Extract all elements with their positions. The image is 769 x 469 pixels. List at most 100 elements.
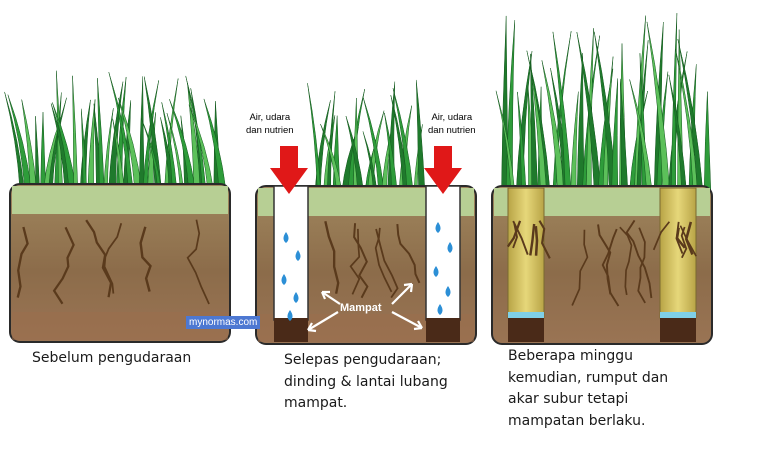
compacted-plug-right bbox=[426, 318, 460, 342]
grass-blade bbox=[112, 118, 125, 191]
crack-line bbox=[396, 223, 421, 284]
water-drop-icon bbox=[435, 222, 441, 233]
grass-blade bbox=[188, 104, 214, 191]
grass-blade bbox=[526, 50, 551, 193]
grass-blade bbox=[166, 113, 184, 191]
caption-weeks-line4: mampatan berlaku. bbox=[508, 413, 646, 430]
grass-blade bbox=[97, 78, 105, 191]
grass-blade bbox=[384, 112, 398, 193]
crack-line bbox=[512, 223, 518, 249]
aeration-hole-right bbox=[425, 185, 461, 321]
caption-weeks-line3: akar subur tetapi bbox=[508, 391, 629, 408]
crack-line bbox=[186, 219, 210, 305]
root-column-right bbox=[659, 187, 697, 319]
water-drop-icon bbox=[283, 232, 289, 243]
water-drop-icon bbox=[437, 304, 443, 315]
grass-blade bbox=[35, 116, 40, 191]
grass-blade bbox=[495, 90, 516, 193]
crack-line bbox=[52, 226, 75, 305]
grass-blade bbox=[576, 32, 602, 193]
inflow-label-left-line2: dan nutrien bbox=[246, 124, 294, 136]
water-drop-icon bbox=[295, 250, 301, 261]
grass-blade bbox=[72, 75, 79, 191]
grass-blade bbox=[185, 75, 207, 191]
crack-line bbox=[619, 226, 633, 296]
inflow-label-right-line2: dan nutrien bbox=[428, 124, 476, 136]
water-drops bbox=[281, 222, 453, 321]
grass-blade bbox=[4, 91, 25, 191]
water-drop-icon bbox=[281, 274, 287, 285]
grass-blade bbox=[646, 21, 671, 193]
grass-blade bbox=[7, 94, 32, 191]
compacted-plug-left bbox=[508, 318, 544, 342]
grass-blade bbox=[415, 79, 426, 193]
root-column-left bbox=[507, 187, 545, 319]
crack-line bbox=[571, 229, 589, 306]
grass-blade bbox=[161, 102, 178, 191]
soil-block bbox=[9, 183, 231, 343]
grass-blade bbox=[629, 79, 653, 193]
crack-line bbox=[374, 227, 393, 293]
grass-blade bbox=[570, 91, 579, 193]
crack-line bbox=[16, 226, 29, 298]
grass-blade bbox=[138, 76, 145, 191]
crack-line bbox=[512, 220, 529, 255]
caption-weeks-line1: Beberapa minggu bbox=[508, 348, 634, 364]
water-line-right bbox=[660, 312, 696, 318]
compacted-label: Mampat bbox=[340, 302, 382, 314]
caption-after-line1: Selepas pengudaraan; bbox=[284, 352, 442, 368]
crack-line bbox=[353, 223, 369, 299]
grass-blade bbox=[362, 96, 385, 193]
compaction-arrows bbox=[307, 282, 423, 333]
grass-blade bbox=[576, 53, 585, 193]
crack-line bbox=[538, 220, 551, 259]
grass-blade bbox=[40, 112, 46, 191]
grass-tuft bbox=[495, 13, 712, 193]
grass-blade bbox=[52, 102, 77, 191]
grass-blade bbox=[620, 78, 629, 193]
caption-weeks-line2: kemudian, rumput dan bbox=[508, 369, 669, 386]
caption-after-line3: mampat. bbox=[284, 395, 348, 412]
crack-line bbox=[139, 226, 152, 292]
crack-line bbox=[625, 219, 653, 299]
caption-after: Selepas pengudaraan; dinding & lantai lu… bbox=[284, 350, 448, 415]
inflow-label-left: Air, udara dan nutrien bbox=[246, 112, 294, 138]
grass-blade bbox=[108, 72, 134, 191]
panel-before bbox=[4, 70, 231, 343]
inflow-label-right: Air, udara dan nutrien bbox=[428, 112, 476, 138]
water-drop-icon bbox=[433, 266, 439, 277]
inflow-label-left-line1: Air, udara bbox=[249, 112, 291, 123]
panel-weeks-later bbox=[491, 13, 713, 345]
grass-blade bbox=[307, 83, 322, 193]
grass-blade bbox=[675, 48, 699, 193]
grass-blade bbox=[169, 99, 196, 191]
grass-blade bbox=[611, 78, 619, 193]
water-drop-icon bbox=[293, 292, 299, 303]
water-drop-icon bbox=[447, 242, 453, 253]
aeration-hole-left bbox=[273, 185, 309, 321]
grass-blade bbox=[677, 38, 704, 193]
crack-line bbox=[534, 226, 539, 256]
caption-before: Sebelum pengudaraan bbox=[32, 350, 192, 366]
crack-line bbox=[529, 223, 536, 256]
grass-blade bbox=[345, 115, 364, 193]
grass-blade bbox=[141, 118, 162, 191]
grass-tuft bbox=[4, 70, 227, 191]
crack-line bbox=[375, 228, 399, 299]
soil-cracks bbox=[506, 219, 697, 307]
grass-blade bbox=[552, 31, 572, 193]
crack-line bbox=[506, 220, 522, 248]
watermark: mynormas.com bbox=[186, 316, 261, 329]
grass-blade bbox=[530, 53, 539, 193]
compacted-plug-left bbox=[274, 318, 308, 342]
compacted-plug-right bbox=[660, 318, 696, 342]
caption-weeks-later: Beberapa minggu kemudian, rumput dan aka… bbox=[508, 346, 668, 433]
panel-after bbox=[255, 79, 477, 345]
soil-cracks bbox=[324, 221, 421, 299]
crack-line bbox=[652, 221, 671, 251]
grass-blade bbox=[541, 60, 565, 193]
crack-line bbox=[103, 222, 123, 294]
caption-after-line2: dinding & lantai lubang bbox=[284, 373, 448, 390]
grass-blade bbox=[392, 88, 414, 193]
